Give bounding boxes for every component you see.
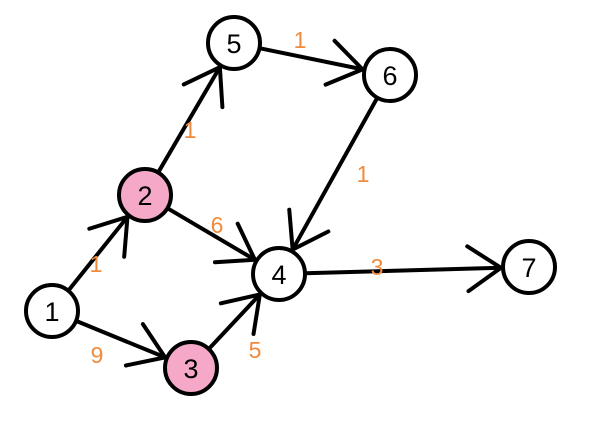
- node-label: 5: [226, 29, 241, 59]
- edge-line: [74, 318, 168, 360]
- edge-line: [302, 265, 504, 276]
- node-circle: [251, 246, 307, 302]
- arrow-head-icon: [87, 214, 130, 259]
- edge-weight-label: 5: [249, 337, 262, 363]
- node-label: 6: [382, 61, 397, 91]
- edge-2-4: 6: [165, 206, 257, 265]
- node-2: 2: [117, 167, 173, 223]
- node-label: 2: [137, 181, 152, 211]
- edge-line: [290, 95, 380, 252]
- edge-4-7: 3: [302, 244, 504, 294]
- edge-weight-label: 1: [184, 117, 197, 143]
- edge-line: [257, 46, 365, 72]
- node-6: 6: [362, 47, 418, 103]
- node-1: 1: [24, 283, 80, 339]
- edge-weight-label: 9: [91, 342, 104, 368]
- arrow-head-icon: [465, 244, 504, 294]
- edge-weight-label: 1: [294, 27, 307, 53]
- edge-3-4: 5: [206, 292, 262, 363]
- edge-weight-label: 1: [357, 161, 370, 187]
- arrow-head-icon: [218, 292, 262, 336]
- edge-line: [156, 65, 222, 175]
- nodes-layer: 1 2 3 4 5 6 7: [24, 15, 557, 396]
- node-circle: [206, 15, 262, 71]
- node-label: 7: [521, 253, 536, 283]
- edge-2-5: 1: [156, 65, 225, 175]
- edge-line: [66, 214, 130, 293]
- node-4: 4: [251, 246, 307, 302]
- edge-weight-label: 3: [371, 254, 384, 280]
- edge-5-6: 1: [257, 27, 365, 87]
- node-circle: [362, 47, 418, 103]
- node-circle: [24, 283, 80, 339]
- node-label: 4: [271, 260, 286, 290]
- highlighted-node-circle: [163, 340, 219, 396]
- edge-weight-label: 1: [90, 251, 103, 277]
- node-circle: [501, 239, 557, 295]
- edge-weight-label: 6: [211, 212, 224, 238]
- edge-line: [206, 292, 262, 352]
- node-label: 3: [183, 354, 198, 384]
- node-3: 3: [163, 340, 219, 396]
- edge-6-4: 1: [287, 95, 380, 252]
- highlighted-node-circle: [117, 167, 173, 223]
- node-5: 5: [206, 15, 262, 71]
- edge-1-3: 9: [74, 318, 168, 368]
- edge-1-2: 1: [66, 214, 130, 293]
- edge-line: [165, 206, 257, 262]
- node-7: 7: [501, 239, 557, 295]
- arrow-head-icon: [212, 221, 257, 265]
- node-label: 1: [44, 297, 59, 327]
